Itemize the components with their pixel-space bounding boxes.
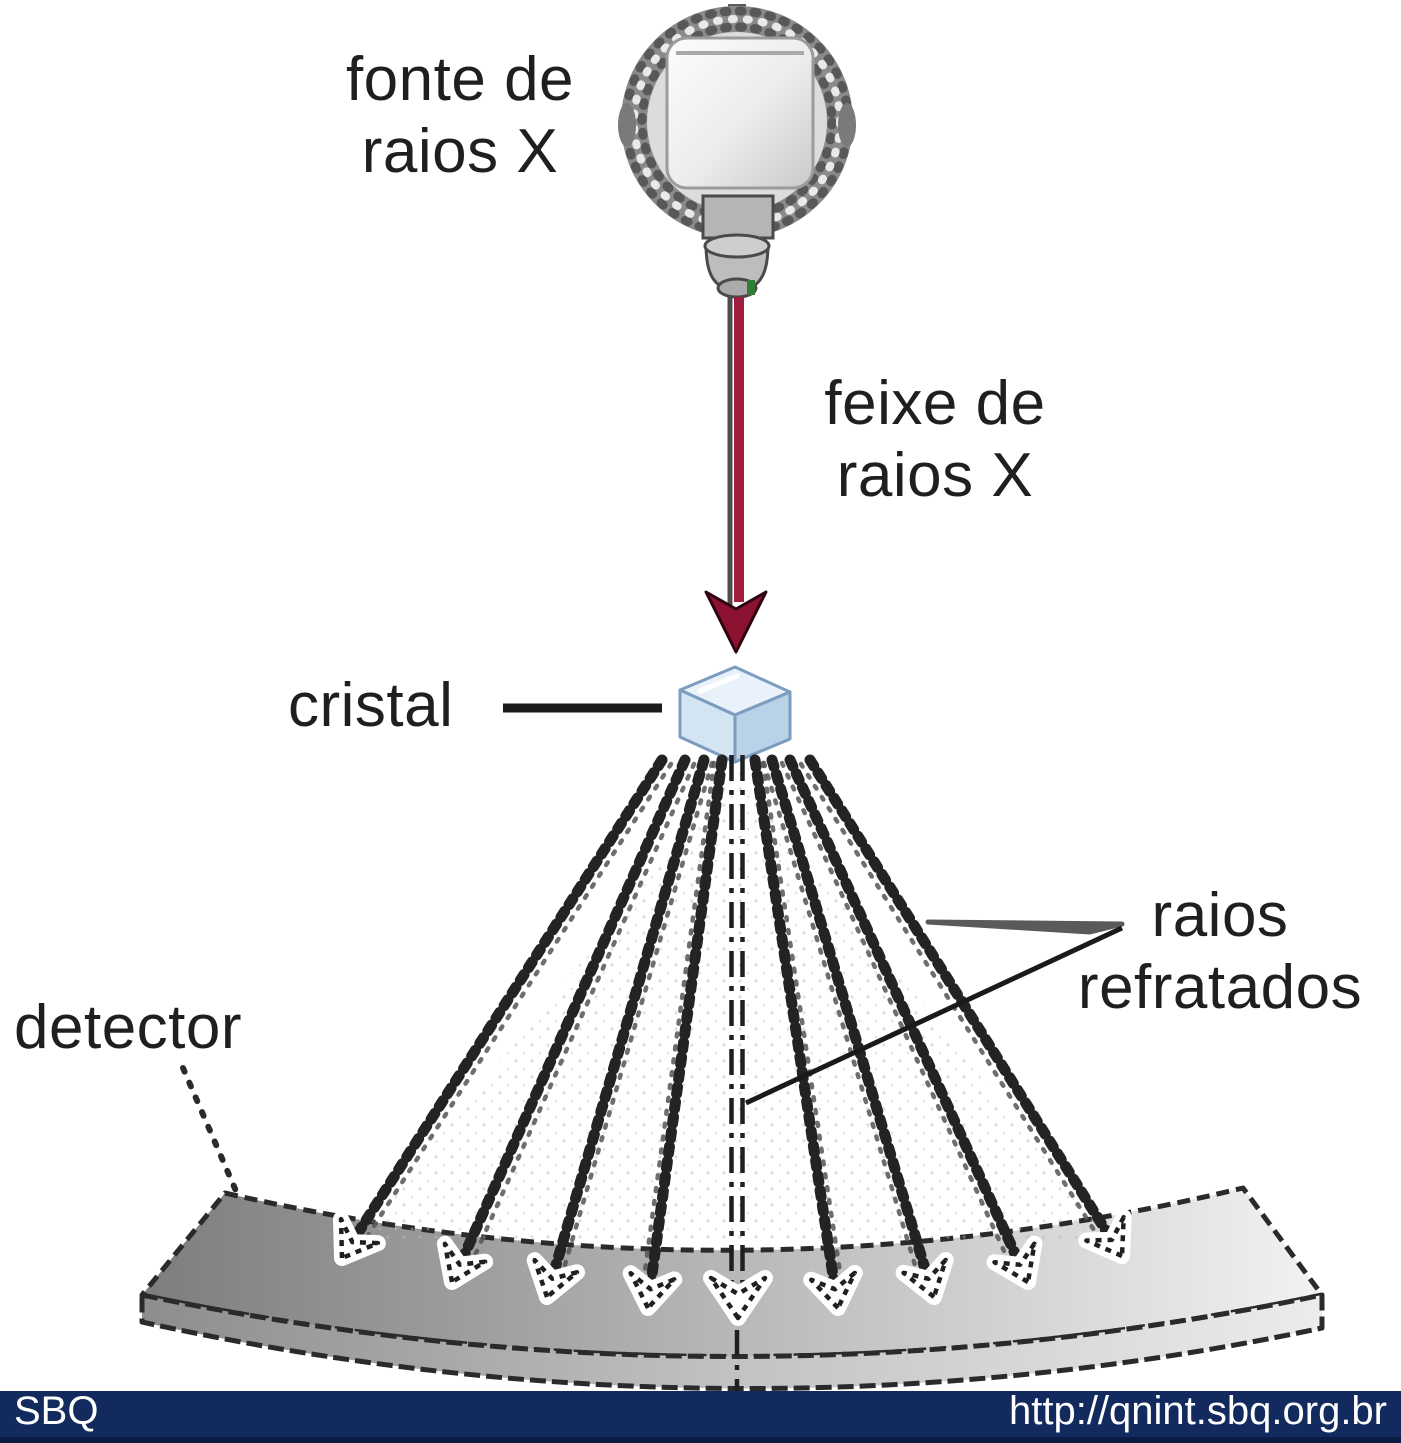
diffracted-ray	[779, 754, 1023, 1265]
refracted-label-line2: refratados	[1077, 952, 1363, 1022]
diffracted-ray	[798, 754, 1114, 1241]
beam-label-line2: raios X	[836, 440, 1034, 510]
source-label-line1: fonte de	[345, 45, 575, 114]
beam-label: feixe de raios X	[780, 368, 1090, 512]
source-label-line2: raios X	[361, 116, 559, 186]
diffracted-ray	[457, 754, 697, 1265]
crystal-label: cristal	[288, 671, 454, 740]
xray-source-icon	[618, 4, 856, 299]
diffracted-ray	[761, 754, 932, 1278]
footer-brand: SBQ	[14, 1388, 99, 1433]
central-ray	[729, 755, 745, 1396]
refracted-label-line1: raios	[1151, 881, 1289, 950]
footer-bar: SBQ http://qnint.sbq.org.br	[0, 1388, 1401, 1443]
refracted-rays-label: raios refratados	[1040, 880, 1400, 1024]
green-indicator-dot	[747, 280, 755, 295]
diffracted-ray	[350, 754, 674, 1243]
footer-url: http://qnint.sbq.org.br	[1008, 1388, 1387, 1433]
beam-label-line1: feixe de	[824, 369, 1046, 438]
xray-beam-arrow	[704, 297, 768, 654]
refracted-pointer-lines	[744, 919, 1125, 1106]
diffracted-rays	[324, 754, 1141, 1396]
diffracted-ray	[640, 754, 728, 1288]
detector-label: detector	[14, 993, 243, 1062]
crystal-cube-icon	[678, 665, 792, 764]
diffracted-ray	[548, 754, 715, 1278]
detector-pointer-line	[180, 1065, 239, 1194]
source-label: fonte de raios X	[300, 44, 620, 188]
diffracted-ray	[749, 754, 845, 1288]
